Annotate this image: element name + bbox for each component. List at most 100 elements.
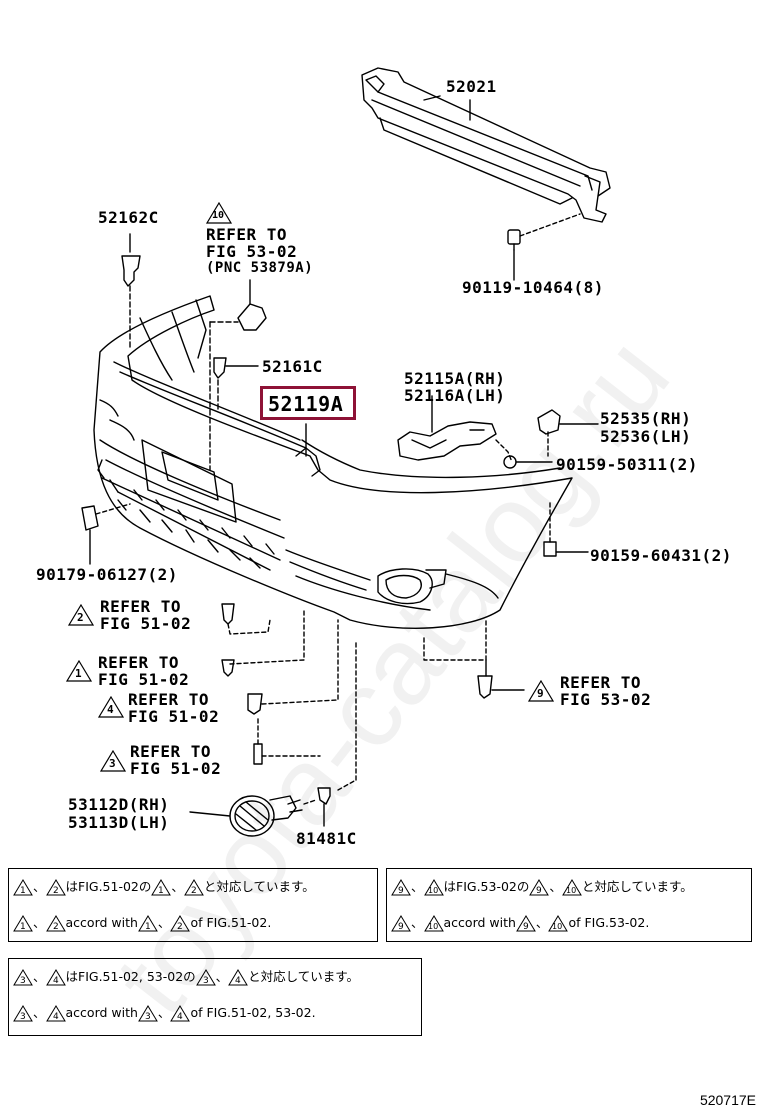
part-label-90179-06127: 90179-06127(2) (36, 565, 178, 584)
ref-10-line1: REFER TO (206, 225, 288, 244)
triangle-icon: 10 (423, 879, 444, 896)
svg-text:4: 4 (235, 976, 241, 986)
svg-text:9: 9 (536, 886, 542, 896)
triangle-icon: 4 (228, 969, 249, 986)
triangle-icon: 1 (13, 915, 33, 932)
triangle-icon: 9 (391, 879, 411, 896)
screw-60431-drawing (543, 499, 589, 557)
triangle-icon: 2 (45, 879, 66, 896)
triangle-icon: 2 (184, 879, 204, 896)
ref-9-line2: FIG 53-02 (560, 690, 652, 709)
triangle-icon: 3 (195, 969, 216, 986)
triangle-10-icon (206, 202, 232, 224)
triangle-icon: 9 (529, 879, 550, 896)
svg-text:10: 10 (566, 886, 576, 895)
clip-90179-drawing (81, 503, 131, 565)
part-label-52162c: 52162C (98, 208, 159, 227)
svg-text:10: 10 (552, 922, 562, 931)
triangle-icon: 2 (170, 915, 191, 932)
triangle-icon: 10 (423, 915, 444, 932)
part-label-52116a: 52116A(LH) (404, 386, 506, 405)
ref-10-line2: FIG 53-02 (206, 242, 298, 261)
screw-50311-drawing (503, 431, 553, 469)
svg-text:3: 3 (145, 1012, 151, 1022)
part-label-52119a[interactable]: 52119A (268, 392, 344, 416)
ref-2-line2: FIG 51-02 (100, 614, 192, 633)
bracket-drawing (209, 279, 267, 471)
svg-text:9: 9 (523, 922, 529, 932)
svg-text:2: 2 (191, 886, 197, 896)
triangle-1-icon (66, 660, 92, 682)
triangle-icon: 3 (13, 969, 33, 986)
figure-code: 520717E (699, 1092, 756, 1108)
triangle-icon: 9 (516, 915, 536, 932)
ref-3-line2: FIG 51-02 (130, 759, 222, 778)
part-label-90119-10464: 90119-10464(8) (462, 278, 604, 297)
lower-fasteners-drawing (221, 603, 525, 765)
bracket-52535-drawing (537, 409, 599, 435)
svg-text:4: 4 (177, 1012, 183, 1022)
svg-text:2: 2 (53, 922, 59, 932)
retainer-52115a-drawing (397, 395, 513, 463)
highlight-box[interactable] (260, 386, 356, 420)
triangle-icon: 4 (170, 1005, 191, 1022)
part-label-52535: 52535(RH) (600, 409, 692, 428)
part-label-53112d: 53112D(RH) (68, 795, 170, 814)
bumper-cover-drawing (93, 295, 573, 629)
triangle-2-icon (68, 604, 94, 626)
ref-4-line2: FIG 51-02 (128, 707, 220, 726)
ref-10-line3: (PNC 53879A) (206, 260, 314, 276)
triangle-icon: 4 (45, 1005, 66, 1022)
clip-52162c-drawing (121, 233, 141, 351)
part-label-53113d: 53113D(LH) (68, 813, 170, 832)
triangle-4-icon (98, 696, 124, 718)
part-label-90159-50311: 90159-50311(2) (556, 455, 698, 474)
fog-cover-drawing (189, 639, 357, 837)
triangle-icon: 9 (391, 915, 411, 932)
triangle-icon: 10 (548, 915, 569, 932)
ref-2-line1: REFER TO (100, 597, 182, 616)
triangle-3-icon (100, 750, 126, 772)
triangle-icon: 1 (13, 879, 33, 896)
svg-text:2: 2 (53, 886, 59, 896)
svg-text:10: 10 (428, 886, 438, 895)
part-label-52161c: 52161C (262, 357, 323, 376)
svg-text:1: 1 (20, 922, 26, 932)
ref-3-line1: REFER TO (130, 742, 212, 761)
svg-text:4: 4 (53, 976, 59, 986)
triangle-icon: 4 (45, 969, 66, 986)
clip-81481c-drawing (317, 787, 331, 827)
ref-1-line1: REFER TO (98, 653, 180, 672)
bolt-drawing (507, 213, 581, 281)
svg-text:9: 9 (398, 922, 404, 932)
leader-lines (305, 95, 471, 457)
svg-text:9: 9 (398, 886, 404, 896)
ref-9-line1: REFER TO (560, 673, 642, 692)
part-label-52536: 52536(LH) (600, 427, 692, 446)
svg-text:3: 3 (20, 976, 26, 986)
triangle-icon: 2 (45, 915, 66, 932)
triangle-9-icon (528, 680, 554, 702)
triangle-icon: 1 (151, 879, 172, 896)
triangle-icon: 10 (562, 879, 582, 896)
svg-text:2: 2 (177, 922, 183, 932)
triangle-icon: 3 (13, 1005, 33, 1022)
clip-52161c-drawing (213, 357, 259, 411)
svg-text:4: 4 (53, 1012, 59, 1022)
svg-text:1: 1 (145, 922, 151, 932)
svg-text:3: 3 (203, 976, 209, 986)
part-label-52115a: 52115A(RH) (404, 369, 506, 388)
part-label-81481c: 81481C (296, 829, 357, 848)
ref-1-line2: FIG 51-02 (98, 670, 190, 689)
triangle-icon: 1 (138, 915, 158, 932)
reinforcement-drawing (361, 67, 611, 223)
